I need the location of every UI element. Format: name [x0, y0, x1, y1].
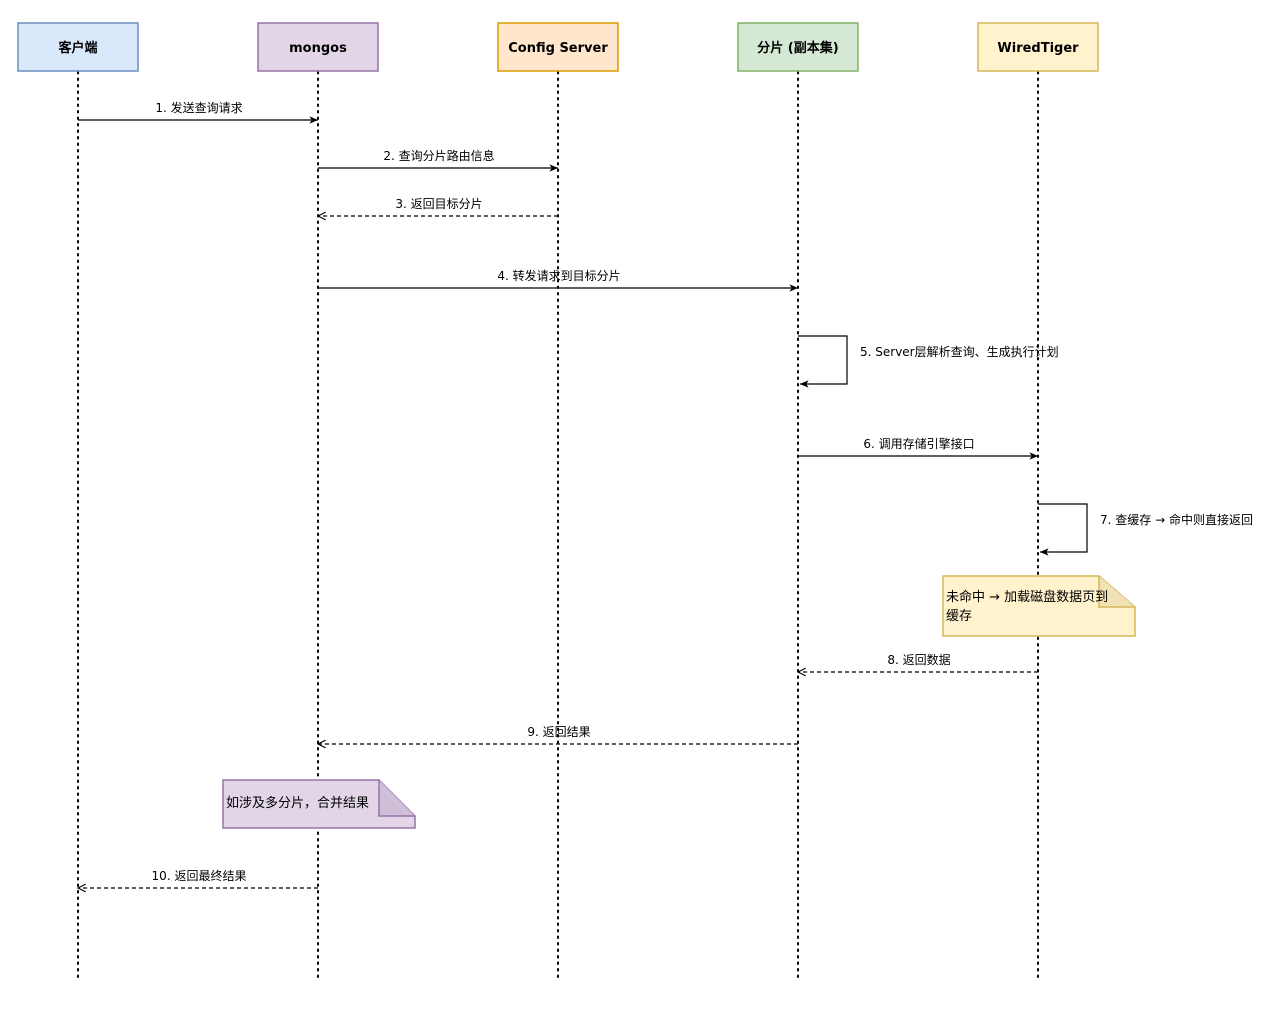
participant-box	[257, 22, 379, 72]
message-label: 5. Server层解析查询、生成执行计划	[860, 345, 1059, 359]
note-line: 缓存	[946, 609, 972, 624]
message-label: 3. 返回目标分片	[395, 197, 482, 211]
participant-label: mongos	[289, 41, 347, 56]
message-label: 4. 转发请求到目标分片	[497, 268, 620, 283]
participant-mongos[interactable]: mongos	[257, 22, 379, 72]
participant-shard[interactable]: 分片 (副本集)	[737, 22, 859, 72]
message-8-return-data[interactable]: 8. 返回数据	[798, 652, 1038, 672]
message-label: 6. 调用存储引擎接口	[863, 436, 974, 451]
participant-box	[17, 22, 139, 72]
message-4-forward-request[interactable]: 4. 转发请求到目标分片	[318, 268, 798, 292]
note-merge-results: 如涉及多分片，合并结果	[222, 779, 416, 829]
participant-label: 分片 (副本集)	[757, 40, 838, 56]
participant-client[interactable]: 客户端	[17, 22, 139, 72]
participant-box	[497, 22, 619, 72]
message-label: 10. 返回最终结果	[152, 868, 247, 883]
message-label: 2. 查询分片路由信息	[383, 148, 494, 163]
message-label: 8. 返回数据	[887, 652, 950, 667]
participant-config-server[interactable]: Config Server	[497, 22, 619, 72]
participant-box	[977, 22, 1099, 72]
message-5-parse-plan[interactable]: 5. Server层解析查询、生成执行计划	[798, 335, 1059, 388]
participant-wiredtiger[interactable]: WiredTiger	[977, 22, 1099, 72]
message-arrow	[1038, 503, 1088, 556]
message-2-query-routing[interactable]: 2. 查询分片路由信息	[318, 148, 558, 172]
message-label: 1. 发送查询请求	[155, 100, 242, 115]
participant-label: WiredTiger	[997, 41, 1079, 56]
message-3-return-target-shard[interactable]: 3. 返回目标分片	[318, 197, 558, 216]
message-label: 7. 查缓存 → 命中则直接返回	[1100, 512, 1253, 527]
message-arrow	[798, 335, 848, 388]
message-6-call-storage-engine[interactable]: 6. 调用存储引擎接口	[798, 436, 1038, 460]
participant-label: Config Server	[508, 41, 608, 56]
note-cache-miss: 未命中 → 加载磁盘数据页到 缓存	[942, 575, 1136, 637]
participant-box	[737, 22, 859, 72]
message-7-check-cache[interactable]: 7. 查缓存 → 命中则直接返回	[1038, 503, 1253, 556]
message-1-send-query[interactable]: 1. 发送查询请求	[78, 100, 318, 124]
note-line: 未命中 → 加载磁盘数据页到	[946, 589, 1108, 605]
note-shape	[942, 575, 1136, 637]
note-fold	[1098, 576, 1135, 608]
message-10-return-final-result[interactable]: 10. 返回最终结果	[78, 868, 318, 888]
message-9-return-result[interactable]: 9. 返回结果	[318, 725, 798, 744]
note-shape	[222, 779, 416, 829]
note-line: 如涉及多分片，合并结果	[226, 795, 369, 811]
message-label: 9. 返回结果	[527, 725, 590, 739]
note-fold	[378, 780, 415, 817]
participant-label: 客户端	[58, 40, 97, 56]
